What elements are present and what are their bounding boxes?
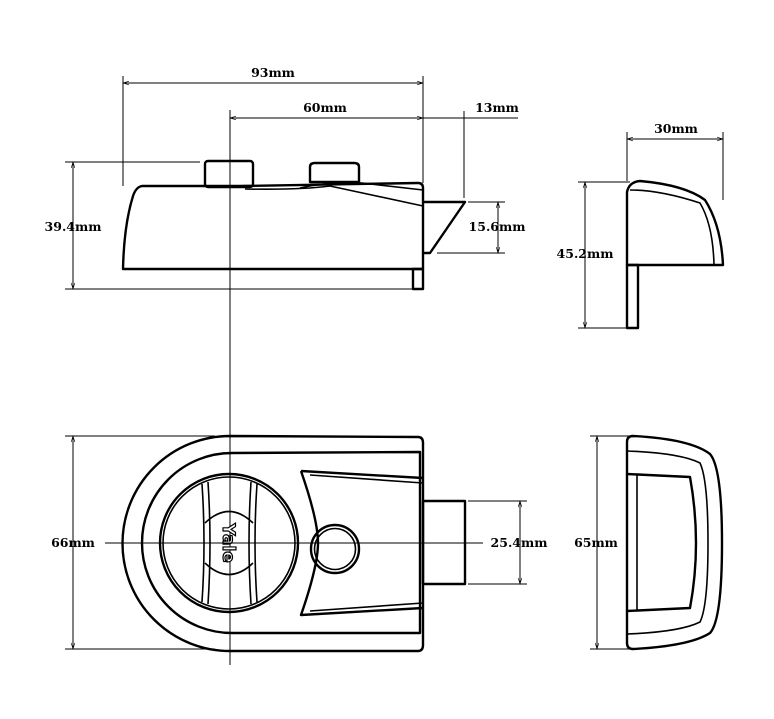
side-bolt <box>423 200 467 255</box>
side-knob-2 <box>308 161 361 184</box>
end-front-view <box>625 434 724 651</box>
end-side-inner <box>629 189 715 266</box>
dim-66mm: 66mm <box>51 535 95 550</box>
cylinder-circle <box>309 523 361 575</box>
dim-65mm: 65mm <box>574 535 618 550</box>
end-front-outer <box>625 434 724 651</box>
side-top-line <box>244 185 424 207</box>
dim-39-4mm: 39.4mm <box>45 219 102 234</box>
top-body-inner <box>140 450 422 635</box>
dim-45-2mm: 45.2mm <box>557 246 614 261</box>
side-view <box>121 159 467 291</box>
dim-13mm: 13mm <box>475 100 519 115</box>
end-side-body <box>625 179 725 267</box>
dim-15-6mm: 15.6mm <box>469 219 526 234</box>
thumbturn-face <box>204 510 254 576</box>
side-foot <box>411 267 425 291</box>
dim-25-4mm: 25.4mm <box>491 535 548 550</box>
side-knob-1 <box>203 159 255 189</box>
end-front-inner <box>626 450 709 635</box>
side-body <box>121 181 425 271</box>
dim-60mm: 60mm <box>303 100 347 115</box>
dim-30mm: 30mm <box>654 121 698 136</box>
end-side-view <box>625 179 725 330</box>
dim-93mm: 93mm <box>251 65 295 80</box>
end-side-stem <box>625 263 640 330</box>
top-body-outer <box>121 434 425 653</box>
end-front-window <box>626 472 698 613</box>
